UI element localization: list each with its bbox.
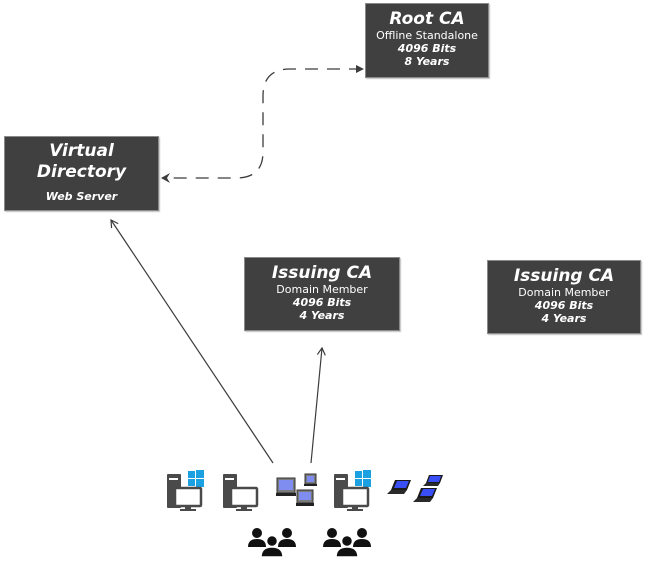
issuing-ca-node-1[interactable]: Issuing CA Domain Member 4096 Bits 4 Yea… bbox=[244, 257, 400, 331]
issuing-ca-1-type: Domain Member bbox=[276, 283, 368, 296]
root-ca-node[interactable]: Root CA Offline Standalone 4096 Bits 8 Y… bbox=[365, 3, 489, 78]
windows-server-icon bbox=[167, 470, 204, 511]
windows-server-icon bbox=[334, 470, 371, 511]
vdir-role: Web Server bbox=[45, 190, 118, 203]
root-ca-key-size: 4096 Bits bbox=[397, 42, 457, 55]
computers-icon bbox=[276, 473, 317, 506]
issuing-ca-2-key-size: 4096 Bits bbox=[534, 299, 594, 312]
laptops-icon bbox=[387, 475, 443, 502]
vdir-title-line2: Directory bbox=[36, 162, 127, 182]
dashed-connector-root-to-vdir bbox=[161, 68, 362, 183]
root-ca-validity: 8 Years bbox=[404, 55, 450, 68]
arrow-clients-to-vdir bbox=[110, 218, 274, 464]
issuing-ca-1-key-size: 4096 Bits bbox=[292, 296, 352, 309]
users-group-icon bbox=[323, 528, 371, 558]
issuing-ca-2-type: Domain Member bbox=[518, 286, 610, 299]
virtual-directory-node[interactable]: Virtual Directory Web Server bbox=[4, 136, 159, 211]
issuing-ca-2-title: Issuing CA bbox=[513, 266, 615, 286]
root-ca-title: Root CA bbox=[389, 9, 465, 29]
issuing-ca-2-validity: 4 Years bbox=[541, 312, 587, 325]
users-group-icon bbox=[248, 528, 296, 558]
issuing-ca-1-validity: 4 Years bbox=[299, 309, 345, 322]
arrow-clients-to-issuing-ca bbox=[310, 346, 326, 464]
vdir-title-line1: Virtual bbox=[49, 141, 114, 161]
dashed-arrowhead-root bbox=[356, 65, 364, 73]
server-workstation-icon bbox=[223, 474, 259, 511]
issuing-ca-1-title: Issuing CA bbox=[271, 263, 373, 283]
issuing-ca-node-2[interactable]: Issuing CA Domain Member 4096 Bits 4 Yea… bbox=[487, 260, 641, 334]
root-ca-type: Offline Standalone bbox=[376, 29, 478, 42]
